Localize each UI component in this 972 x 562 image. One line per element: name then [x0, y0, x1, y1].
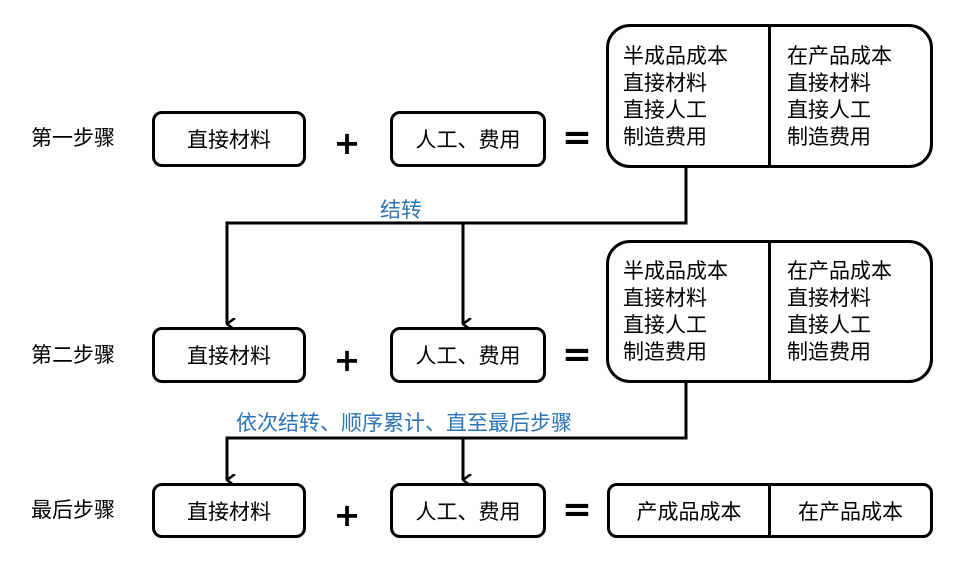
column-item: 直接材料: [623, 286, 707, 310]
column-item: 制造费用: [623, 125, 707, 149]
plus-operator: +: [333, 124, 361, 162]
column-item: 直接人工: [623, 98, 707, 122]
step-label: 最后步骤: [31, 498, 115, 522]
column-item: 直接人工: [787, 98, 871, 122]
finished-goods-cost: 产成品成本: [636, 499, 742, 524]
result-divider: [768, 243, 771, 380]
step-result-box: 半成品成本 直接材料 直接人工 制造费用 在产品成本 直接材料 直接人工 制造费…: [606, 24, 933, 168]
transfer-label-1: 结转: [380, 198, 422, 222]
column-item: 制造费用: [623, 340, 707, 364]
equals-operator: =: [561, 334, 593, 375]
column-heading: 在产品成本: [787, 259, 892, 283]
result-divider: [768, 27, 771, 165]
result-divider: [768, 486, 771, 535]
column-item: 制造费用: [787, 125, 871, 149]
wip-cost: 在产品成本: [798, 499, 903, 524]
step-label: 第一步骤: [31, 126, 115, 150]
final-result-box: 产成品成本 在产品成本: [607, 483, 933, 538]
plus-operator: +: [333, 341, 361, 379]
column-item: 制造费用: [787, 340, 871, 364]
equals-operator: =: [561, 117, 593, 158]
column-item: 直接材料: [787, 286, 871, 310]
labor-overhead-box: 人工、费用: [390, 483, 546, 538]
wip-cost-column: 在产品成本 直接材料 直接人工 制造费用: [787, 43, 892, 151]
semi-finished-cost-column: 半成品成本 直接材料 直接人工 制造费用: [623, 258, 728, 366]
plus-operator: +: [333, 496, 361, 534]
transfer-label-2: 依次结转、顺序累计、直至最后步骤: [236, 411, 572, 435]
wip-cost-column: 在产品成本 直接材料 直接人工 制造费用: [787, 258, 892, 366]
column-item: 直接人工: [623, 313, 707, 337]
column-item: 直接人工: [787, 313, 871, 337]
column-heading: 在产品成本: [787, 44, 892, 68]
connector-step2-to-material: [225, 382, 688, 480]
direct-material-box: 直接材料: [152, 111, 306, 167]
column-heading: 半成品成本: [623, 44, 728, 68]
direct-material-box: 直接材料: [152, 483, 306, 538]
equals-operator: =: [561, 489, 593, 530]
direct-material-box: 直接材料: [152, 327, 306, 383]
labor-overhead-box: 人工、费用: [390, 327, 546, 383]
step-label: 第二步骤: [31, 343, 115, 367]
semi-finished-cost-column: 半成品成本 直接材料 直接人工 制造费用: [623, 43, 728, 151]
connector-step1-to-material: [225, 167, 688, 324]
labor-overhead-box: 人工、费用: [390, 111, 546, 167]
column-item: 直接材料: [787, 71, 871, 95]
column-item: 直接材料: [623, 71, 707, 95]
step-result-box: 半成品成本 直接材料 直接人工 制造费用 在产品成本 直接材料 直接人工 制造费…: [606, 240, 933, 383]
column-heading: 半成品成本: [623, 259, 728, 283]
